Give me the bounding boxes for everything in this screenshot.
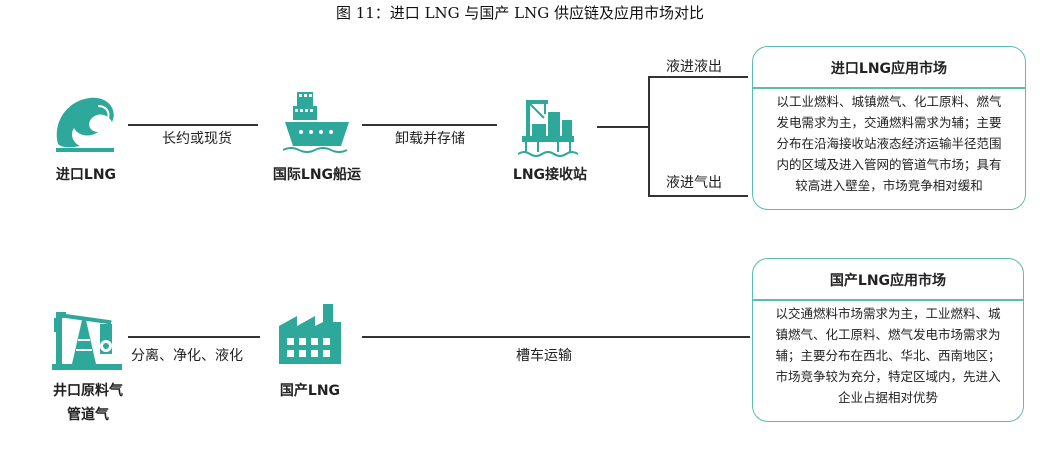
import-market-divider: [753, 87, 1025, 89]
branch-stem-line: [597, 126, 649, 128]
node-wellhead-gas-line: 井口原料气: [53, 383, 123, 399]
domestic-market-description: 以交通燃料市场需求为主，工业燃料、城 镇燃气、化工原料、燃气发电市场需求为 辅；…: [761, 303, 1015, 408]
domestic-market-line: 以交通燃料市场需求为主，工业燃料、城: [775, 306, 1001, 321]
import-market-line: 分布在沿海接收站液态经济运输半径范围: [776, 136, 1002, 151]
branch-vertical-line: [648, 76, 650, 196]
factory-icon: [279, 304, 341, 364]
edge-line-factory-to-market: [362, 336, 750, 338]
edge-line-ship-to-terminal: [362, 124, 497, 126]
edge-label-separation: 分离、净化、液化: [131, 348, 243, 364]
branch-top-line: [648, 76, 748, 78]
terminal-icon: [518, 100, 578, 157]
edge-line-import-to-ship: [128, 124, 258, 126]
edge-line-well-to-factory: [128, 336, 260, 338]
figure-title: 图 11：进口 LNG 与国产 LNG 供应链及应用市场对比: [335, 4, 705, 22]
import-market-line: 较高进入壁垒，市场竞争相对缓和: [795, 178, 983, 193]
oil-pump-icon: [52, 312, 122, 370]
branch-label-liquid: 液进液出: [666, 59, 722, 75]
import-market-line: 内的区域及进入管网的管道气市场；具有: [776, 157, 1002, 172]
domestic-market-title: 国产LNG应用市场: [829, 273, 947, 289]
node-domestic-lng: 国产LNG: [279, 383, 341, 399]
domestic-market-divider: [753, 299, 1023, 301]
domestic-market-box: 国产LNG应用市场 以交通燃料市场需求为主，工业燃料、城 镇燃气、化工原料、燃气…: [752, 258, 1024, 422]
node-wellhead-gas-line: 管道气: [67, 407, 109, 423]
domestic-market-line: 辅；主要分布在西北、华北、西南地区；: [775, 348, 1001, 363]
domestic-market-line: 市场竞争较为充分，特定区域内，先进入: [775, 369, 1001, 384]
import-market-title: 进口LNG应用市场: [830, 61, 948, 77]
import-market-box: 进口LNG应用市场 以工业燃料、城镇燃气、化工原料、燃气 发电需求为主，交通燃料…: [752, 46, 1026, 210]
wave-icon: [56, 97, 114, 152]
node-wellhead-gas: 井口原料气 管道气: [28, 380, 148, 424]
edge-label-contract: 长约或现货: [162, 131, 232, 147]
branch-bottom-line: [648, 195, 748, 197]
domestic-market-line: 镇燃气、化工原料、燃气发电市场需求为: [775, 327, 1001, 342]
node-lng-terminal: LNG接收站: [512, 167, 588, 183]
node-import-lng: 进口LNG: [55, 167, 117, 183]
edge-label-tanker: 槽车运输: [516, 348, 572, 364]
import-market-line: 发电需求为主，交通燃料需求为辅；主要: [776, 115, 1002, 130]
branch-label-gas: 液进气出: [666, 175, 722, 191]
domestic-market-line: 企业占据相对优势: [837, 390, 938, 405]
ship-icon: [283, 92, 349, 153]
node-international-shipping: 国际LNG船运: [272, 167, 362, 183]
edge-label-unload-store: 卸载并存储: [395, 131, 465, 147]
import-market-line: 以工业燃料、城镇燃气、化工原料、燃气: [776, 94, 1002, 109]
import-market-description: 以工业燃料、城镇燃气、化工原料、燃气 发电需求为主，交通燃料需求为辅；主要 分布…: [761, 91, 1017, 196]
